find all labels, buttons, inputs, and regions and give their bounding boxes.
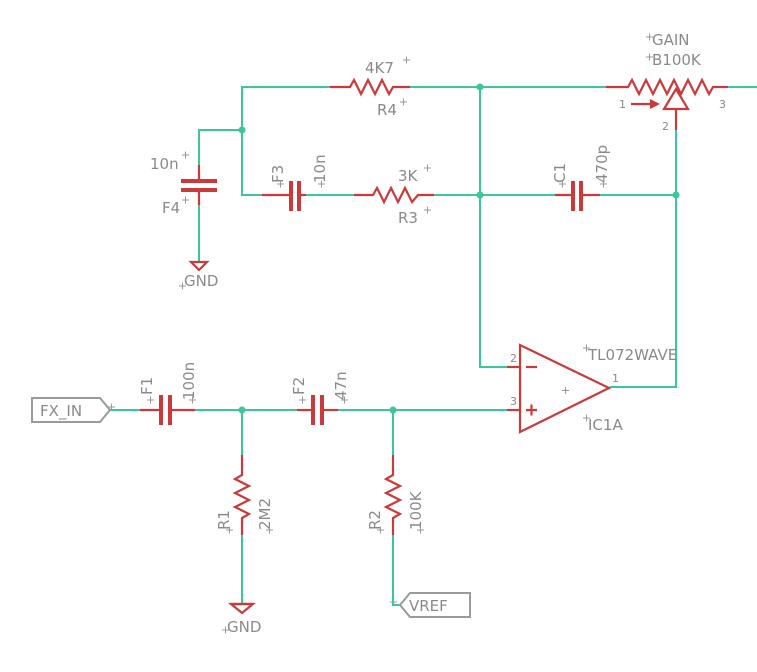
port-fx-in-label: FX_IN <box>40 402 82 421</box>
ground-symbol-bottom <box>227 602 257 615</box>
ground-symbol-top <box>188 260 210 272</box>
f1-value-label: 100n <box>180 362 198 400</box>
gnd-top-label: GND <box>184 272 218 290</box>
r4-value-label: 4K7 <box>365 59 394 77</box>
r1-value-label: 2M2 <box>256 498 274 530</box>
wire-r2-bottom <box>392 535 400 606</box>
gain-value-label: B100K <box>652 51 702 69</box>
resistor-r1[interactable] <box>232 455 252 535</box>
f2-value-label: 47n <box>332 371 350 400</box>
potentiometer-gain[interactable] <box>606 77 728 130</box>
f2-name-label: F2 <box>290 377 308 395</box>
capacitor-f1[interactable] <box>140 395 195 425</box>
opamp-pin-1: 1 <box>612 372 619 385</box>
pin-numbers: 1 2 3 2 3 1 + <box>510 98 726 408</box>
wires <box>110 86 757 606</box>
opamp-body-plus: + <box>561 384 570 397</box>
gnd-bottom-label: GND <box>227 618 261 636</box>
capacitor-c1[interactable] <box>555 181 600 211</box>
wire-output <box>610 110 677 388</box>
f3-name-label: F3 <box>269 165 287 183</box>
opamp-name-label: IC1A <box>588 416 623 434</box>
c1-name-label: C1 <box>551 163 569 183</box>
pot-pin-3: 3 <box>719 98 726 111</box>
r3-value-label: 3K <box>398 167 419 185</box>
f4-name-label: F4 <box>162 199 180 217</box>
r1-name-label: R1 <box>215 510 233 530</box>
port-vref-label: VREF <box>409 597 448 615</box>
pot-pin-2: 2 <box>662 120 669 133</box>
junction-dot <box>389 406 397 414</box>
port-fx-in[interactable]: FX_IN <box>31 397 112 423</box>
f4-value-label: 10n <box>150 155 179 173</box>
opamp-value-label: TL072WAVE <box>587 346 677 364</box>
capacitor-f3[interactable] <box>262 181 306 211</box>
opamp-pin-2: 2 <box>510 352 517 365</box>
resistor-r4[interactable] <box>330 77 410 97</box>
f3-value-label: 10n <box>311 154 329 183</box>
junction-dot <box>672 191 680 199</box>
port-vref[interactable]: VREF <box>398 592 471 618</box>
opamp-pin-3: 3 <box>510 395 517 408</box>
junction-dot <box>476 191 484 199</box>
resistor-r3[interactable] <box>354 185 434 205</box>
r2-name-label: R2 <box>366 510 384 530</box>
origin-markers <box>108 33 653 634</box>
resistor-r2[interactable] <box>383 455 403 535</box>
wire-r4-left <box>241 86 330 196</box>
r3-name-label: R3 <box>398 209 418 227</box>
gain-name-label: GAIN <box>652 31 690 49</box>
opamp-ic1a[interactable] <box>507 343 612 434</box>
r2-value-label: 100K <box>407 490 425 530</box>
wire-inv-input <box>479 87 520 368</box>
junctions <box>238 83 680 414</box>
r4-name-label: R4 <box>377 101 397 119</box>
junction-dot <box>238 406 246 414</box>
junction-dot <box>476 83 484 91</box>
f1-name-label: F1 <box>138 377 156 395</box>
capacitor-f4[interactable] <box>181 165 217 205</box>
pot-pin-1: 1 <box>619 98 626 111</box>
capacitor-f2[interactable] <box>297 395 338 425</box>
junction-dot <box>238 126 246 134</box>
wire-f4-top <box>198 129 242 165</box>
labels: GAIN B100K 4K7 R4 3K R3 10n F4 GND TL072… <box>138 31 702 636</box>
c1-value-label: 470p <box>593 145 611 183</box>
